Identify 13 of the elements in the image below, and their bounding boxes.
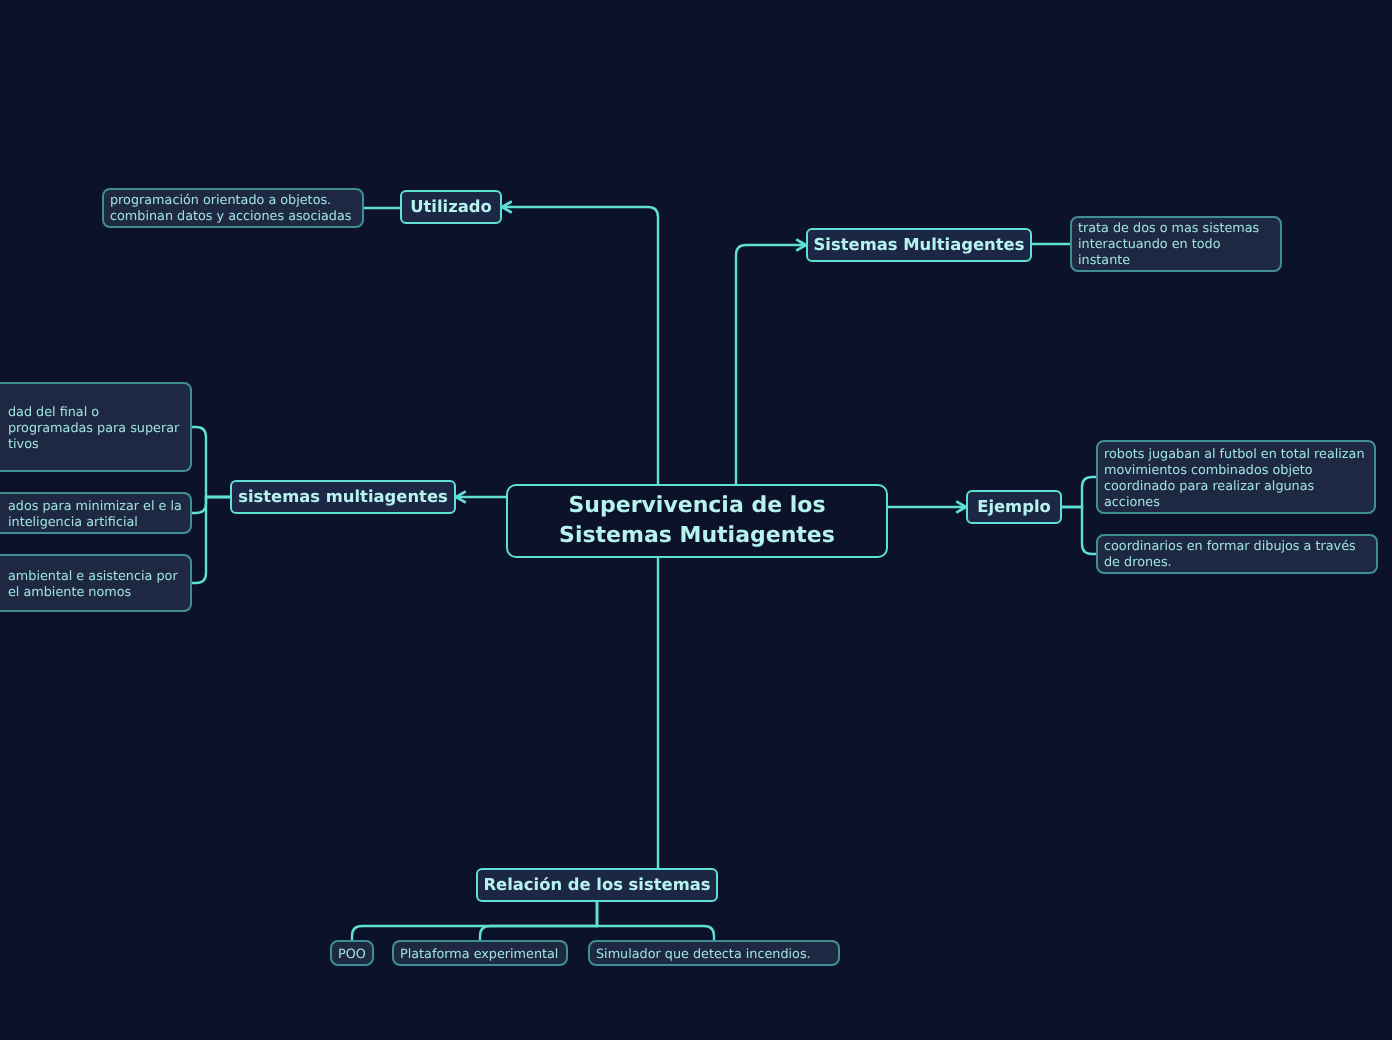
topic-box: Relación de los sistemas <box>476 868 718 902</box>
arrow <box>500 200 660 484</box>
topic-box: sistemas multiagentes <box>230 480 456 514</box>
topic-box: Ejemplo <box>966 490 1062 524</box>
connector-line <box>1032 242 1070 246</box>
connector-line <box>364 206 400 210</box>
arrow <box>734 238 808 484</box>
topic-box: Utilizado <box>400 190 502 224</box>
central-topic-box: Supervivencia de los Sistemas Mutiagentes <box>506 484 888 558</box>
topic-box: Sistemas Multiagentes <box>806 228 1032 262</box>
connector-line <box>656 558 660 868</box>
arrow <box>888 500 968 514</box>
arrow <box>454 490 506 504</box>
